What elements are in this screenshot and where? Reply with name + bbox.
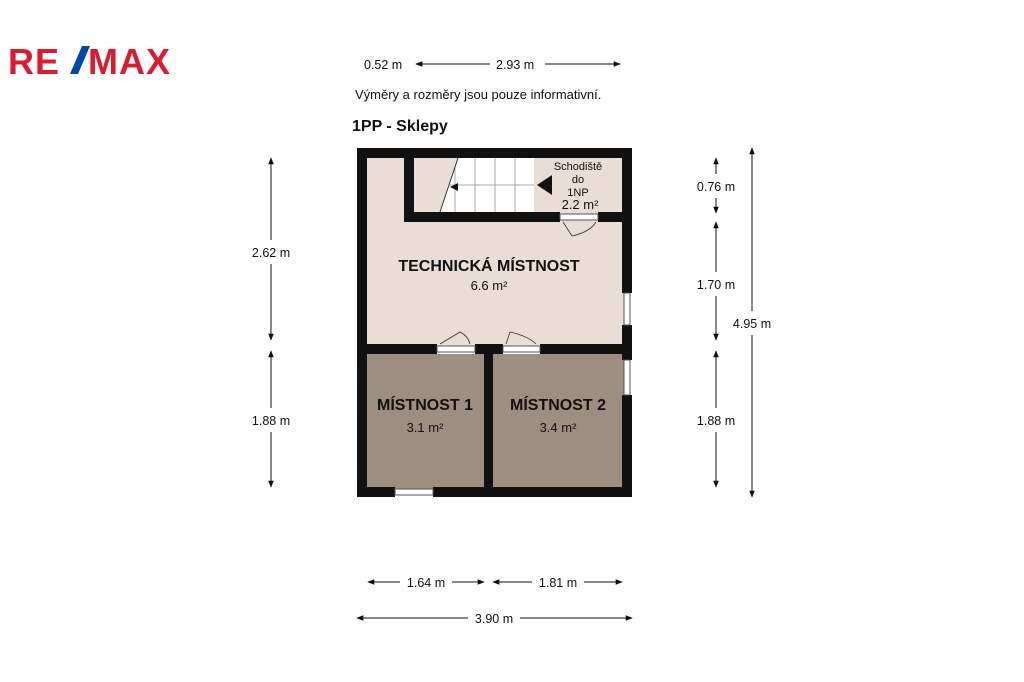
dim-right-lower: 1.88 m	[697, 414, 735, 428]
room1-floor	[362, 354, 484, 492]
room1-area: 3.1 m²	[407, 420, 445, 435]
remax-logo: RE MAX	[8, 41, 171, 82]
stair-direction-arrow-icon	[537, 175, 552, 195]
room2-floor	[493, 354, 627, 492]
floor-title: 1PP - Sklepy	[352, 118, 448, 135]
dim-bottom-right: 1.81 m	[539, 576, 577, 590]
openings	[394, 213, 631, 496]
door-swings	[439, 221, 597, 345]
dim-right-mid: 1.70 m	[697, 278, 735, 292]
room2-area: 3.4 m²	[540, 420, 578, 435]
stairs-area: 2.2 m²	[562, 197, 600, 212]
dim-bottom-total: 3.90 m	[475, 612, 513, 626]
dim-left-lower: 1.88 m	[252, 414, 290, 428]
technical-room-name: TECHNICKÁ MÍSTNOST	[398, 256, 580, 275]
dim-right-total: 4.95 m	[733, 317, 771, 331]
room1-name: MÍSTNOST 1	[377, 395, 473, 414]
svg-text:MAX: MAX	[88, 41, 171, 82]
room2-name: MÍSTNOST 2	[510, 395, 606, 414]
walls	[357, 148, 632, 497]
stairs-label-2: do	[572, 174, 584, 186]
stairs-label-3: 1NP	[567, 187, 588, 199]
dim-left-upper: 2.62 m	[252, 246, 290, 260]
stairs-label-1: Schodiště	[554, 161, 602, 173]
dim-top-right: 2.93 m	[496, 58, 534, 72]
dim-right-top: 0.76 m	[697, 180, 735, 194]
disclaimer: Výměry a rozměry jsou pouze informativní…	[355, 87, 601, 102]
dim-top-left: 0.52 m	[364, 58, 402, 72]
technical-room-area: 6.6 m²	[471, 278, 509, 293]
dim-bottom-left: 1.64 m	[407, 576, 445, 590]
svg-text:RE: RE	[8, 41, 60, 82]
dimension-lines	[268, 147, 755, 621]
